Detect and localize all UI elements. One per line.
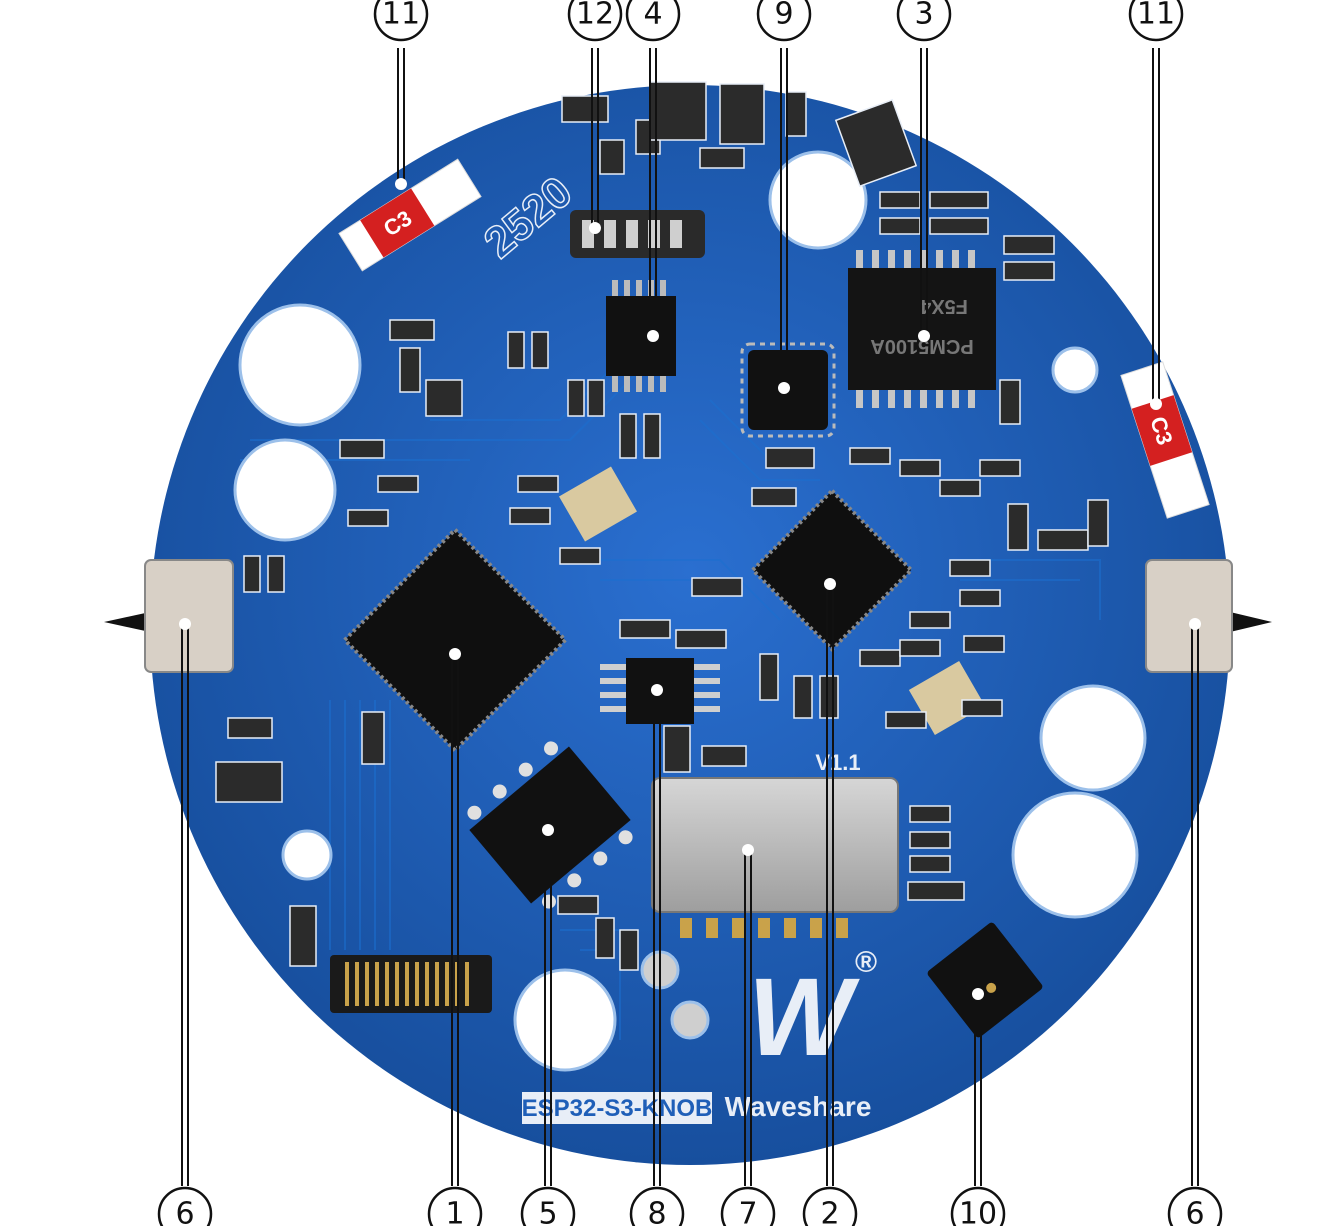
brand-label: Waveshare: [725, 1091, 872, 1122]
callout-bottom-10: 10: [950, 1186, 1006, 1226]
fuse-right: C3: [1120, 361, 1210, 519]
version-label: V1.1: [815, 750, 860, 775]
callout-bottom-7: 7: [720, 1186, 776, 1226]
component-3-dac: PCM5100A F5X4: [848, 250, 996, 408]
component-6-right-button: [1145, 559, 1233, 673]
callout-label: 3: [914, 0, 933, 32]
callout-label: 6: [1185, 1197, 1204, 1226]
fpc-connector: [330, 955, 492, 1013]
callout-top-3: 3: [896, 0, 952, 42]
fuse-left: C3: [338, 158, 482, 272]
waveshare-logo: W ®: [748, 946, 877, 1079]
callout-bottom-8: 8: [629, 1186, 685, 1226]
callout-bottom-1: 1: [427, 1186, 483, 1226]
callouts-bottom: 6 1 5 8 7 2 10 6: [157, 1186, 1223, 1226]
callout-top-11-left: 11: [373, 0, 429, 42]
crystal-top: [559, 466, 637, 542]
leaders-top: [395, 48, 1162, 410]
mounting-holes: [233, 150, 1147, 1072]
left-tab: [104, 612, 150, 632]
callout-label: 5: [538, 1197, 557, 1226]
callout-top-12: 12: [567, 0, 623, 42]
callout-bottom-6-right: 6: [1167, 1186, 1223, 1226]
callout-label: 6: [175, 1197, 194, 1226]
leaders-bottom: [179, 578, 1201, 1186]
callout-label: 9: [774, 0, 793, 32]
callout-label: 1: [445, 1197, 464, 1226]
model-label: ESP32-S3-KNOB: [522, 1095, 713, 1122]
registered-mark: ®: [855, 946, 877, 979]
dac-marking-line1: PCM5100A: [870, 335, 973, 357]
callout-label: 2: [820, 1197, 839, 1226]
callout-label: 4: [643, 0, 662, 32]
callouts-top: 11 12 4 9 3 11: [373, 0, 1184, 42]
callout-label: 11: [1137, 0, 1175, 32]
callout-top-9: 9: [756, 0, 812, 42]
callout-label: 11: [382, 0, 420, 32]
dac-marking-line2: F5X4: [919, 295, 968, 317]
smd-passives: [215, 81, 1109, 971]
model-label-box: [522, 1092, 712, 1124]
component-4: [606, 280, 676, 392]
callout-label: 12: [576, 0, 614, 32]
callout-bottom-5: 5: [520, 1186, 576, 1226]
callout-label: 7: [738, 1197, 757, 1226]
logo-mark: W: [748, 956, 860, 1079]
callout-label: 10: [959, 1197, 997, 1226]
callout-top-11-right: 11: [1128, 0, 1184, 42]
right-tab: [1230, 612, 1272, 632]
component-12: [570, 210, 705, 258]
callout-top-4: 4: [625, 0, 681, 42]
component-2: [749, 487, 915, 653]
callout-bottom-2: 2: [802, 1186, 858, 1226]
component-7-card-slot: V1.1: [651, 750, 899, 938]
callout-label: 8: [647, 1197, 666, 1226]
component-10-mic: [927, 922, 1043, 1038]
callout-bottom-6-left: 6: [157, 1186, 213, 1226]
